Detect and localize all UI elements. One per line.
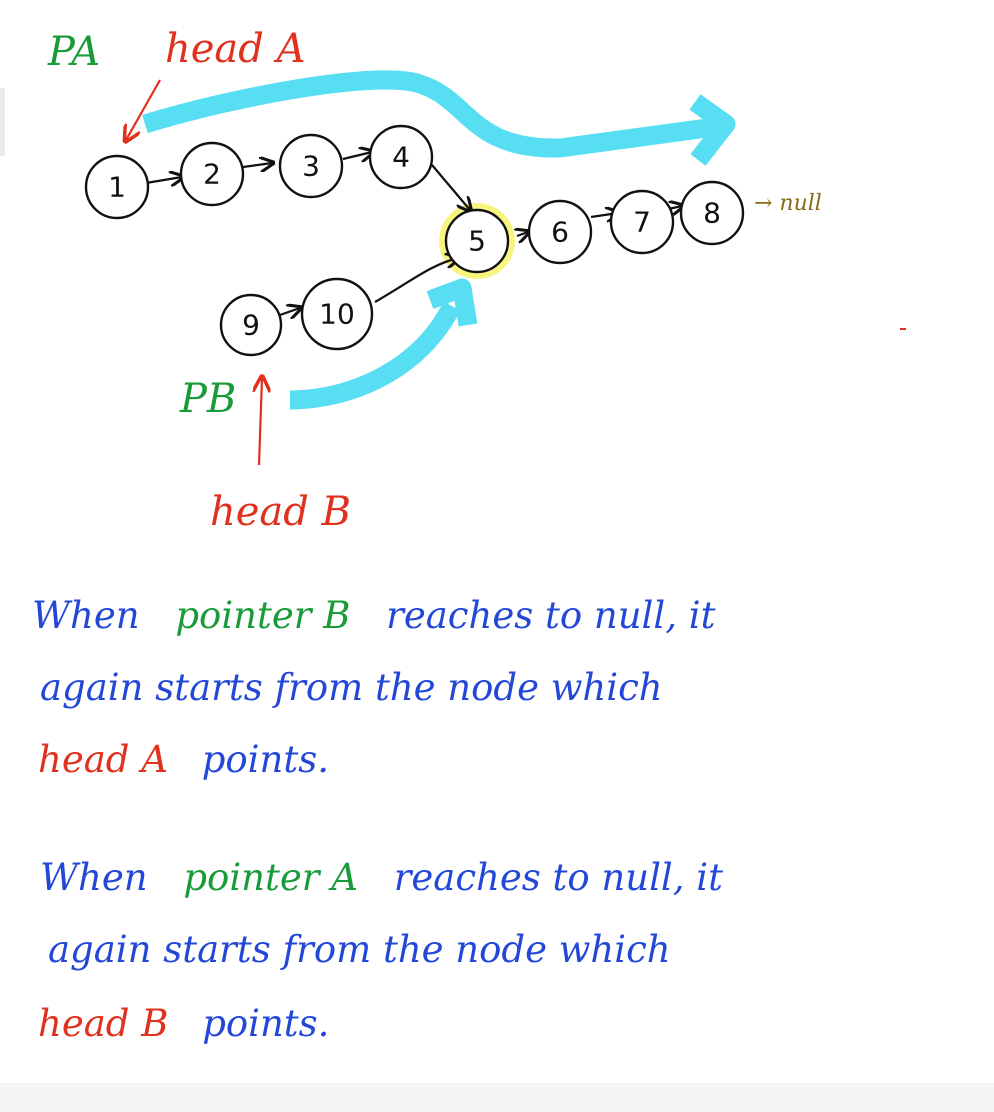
node-label: 7 [633,206,651,239]
note-2: When pointer A reaches to null, it again… [38,856,723,1045]
note-1: When pointer B reaches to null, it again… [32,594,716,781]
node-label: 8 [703,197,721,230]
list-a: 1 2 3 4 [84,124,434,220]
node-5: 5 [444,208,510,274]
note-1-reaches: reaches to null, it [386,594,715,637]
node-label: 1 [108,171,126,204]
node-circle [679,180,745,246]
list-b: 9 10 [219,277,374,357]
node-6: 6 [527,199,593,265]
note-1-line-2: again starts from the node which [40,666,663,709]
node-10: 10 [300,277,374,351]
label-null: → null [754,191,822,216]
node-8: 8 [679,180,745,246]
node-label: 9 [242,309,260,342]
node-label: 4 [392,141,410,174]
node-2: 2 [179,141,245,207]
node-circle [278,133,344,199]
node-label: 5 [468,225,486,258]
note-2-pointer: pointer A [183,856,358,899]
note-1-head: head A [38,738,168,781]
node-circle [368,124,434,190]
node-4: 4 [368,124,434,190]
note-2-reaches: reaches to null, it [394,856,723,899]
node-7: 7 [609,189,675,255]
node-circle [527,199,593,265]
node-label: 3 [302,150,320,183]
node-9: 9 [219,293,283,357]
label-pb: PB [179,376,236,422]
note-1-line-3: head A points. [38,738,329,781]
head-a-arrow [126,79,161,140]
node-circle [609,189,675,255]
node-1: 1 [84,154,150,220]
node-3: 3 [278,133,344,199]
left-edge-tab [0,88,5,156]
node-circle [84,154,150,220]
node-circle [179,141,245,207]
note-2-line-1: When pointer A reaches to null, it [40,856,723,899]
node-circle [300,277,374,351]
note-1-pointer: pointer B [175,594,350,637]
note-2-head: head B [38,1002,168,1045]
node-label: 10 [319,298,355,331]
node-circle [444,208,510,274]
flow-arrow-b [289,278,478,410]
node-label: 2 [203,158,221,191]
head-b-arrow [259,378,262,466]
shared-list: 5 6 7 8 [444,180,745,274]
bottom-band [0,1083,994,1112]
note-2-line-2: again starts from the node which [48,928,671,971]
note-1-points: points. [202,738,329,781]
note-1-when: When [32,594,140,637]
note-1-line-1: When pointer B reaches to null, it [32,594,716,637]
note-2-points: points. [202,1002,329,1045]
flow-arrow-a [142,70,736,166]
note-2-line-3: head B points. [38,1002,329,1045]
node-label: 6 [551,216,569,249]
label-head-a: head A [165,26,306,72]
node-circle [219,293,283,357]
label-pa: PA [47,29,100,75]
note-2-when: When [40,856,148,899]
label-head-b: head B [210,489,351,535]
